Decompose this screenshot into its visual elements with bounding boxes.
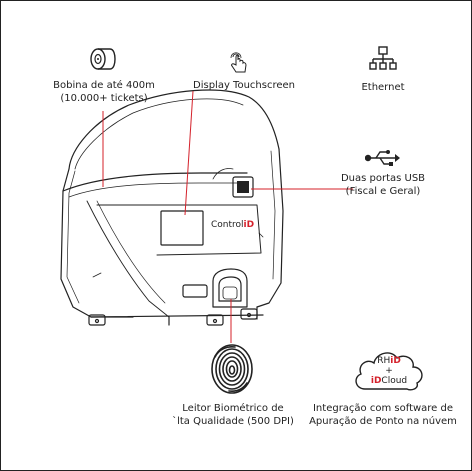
touch-display — [160, 210, 204, 246]
paper-roll-icon — [90, 48, 116, 70]
cloud-line1: RHiD — [377, 356, 401, 366]
device-brand: ControliD — [211, 219, 254, 232]
brand-accent: iD — [243, 220, 255, 230]
biometric-reader-housing — [212, 268, 248, 308]
device-top-inner — [74, 98, 244, 170]
touchscreen-label: Display Touchscreen — [193, 80, 295, 91]
usb-port-block — [232, 176, 254, 198]
device-base-line — [90, 314, 264, 318]
biometric-caption: Leitor Biométrico de `lta Qualidade (500… — [165, 402, 301, 428]
ethernet-caption: Ethernet — [347, 81, 419, 94]
biometric-line1: Leitor Biométrico de — [182, 403, 284, 414]
device-left-outline — [60, 168, 134, 318]
usb-line2: (Fiscal e Geral) — [345, 186, 421, 197]
paper-roll-caption: Bobina de até 400m (10.000+ tickets) — [39, 79, 169, 105]
device-upper-panel — [62, 172, 248, 192]
brand-main: Control — [211, 220, 244, 230]
usb-port — [237, 181, 249, 193]
usb-line1: Duas portas USB — [340, 173, 426, 184]
cloud-text: RHiD + iDCloud — [365, 356, 413, 386]
foot-center — [206, 314, 224, 326]
paper-roll-line2: (10.000+ tickets) — [60, 93, 148, 104]
cloud-software-line1: Integração com software de — [312, 403, 454, 414]
device-right-outline — [256, 148, 284, 308]
cloud-line2: + — [385, 366, 393, 376]
device-top-outline — [68, 89, 280, 170]
pointer-display — [184, 90, 194, 216]
touch-icon — [230, 52, 247, 73]
ethernet-icon — [369, 46, 397, 70]
biometric-line2: `lta Qualidade (500 DPI) — [172, 416, 294, 427]
paper-roll-line1: Bobina de até 400m — [53, 80, 155, 91]
usb-icon — [365, 150, 400, 166]
foot-left — [88, 314, 106, 326]
cloud-software-line2: Apuração de Ponto na núvem — [309, 416, 457, 427]
biometric-sensor — [222, 286, 238, 300]
ethernet-label: Ethernet — [361, 82, 405, 93]
usb-caption: Duas portas USB (Fiscal e Geral) — [327, 172, 439, 198]
foot-right — [240, 308, 258, 320]
cloud-icon — [355, 352, 423, 391]
fingerprint-icon — [211, 344, 253, 394]
ticket-slot — [182, 284, 208, 298]
cloud-line3: iDCloud — [370, 376, 408, 386]
cloud-software-caption: Integração com software de Apuração de P… — [303, 402, 463, 428]
touchscreen-caption: Display Touchscreen — [189, 79, 299, 92]
